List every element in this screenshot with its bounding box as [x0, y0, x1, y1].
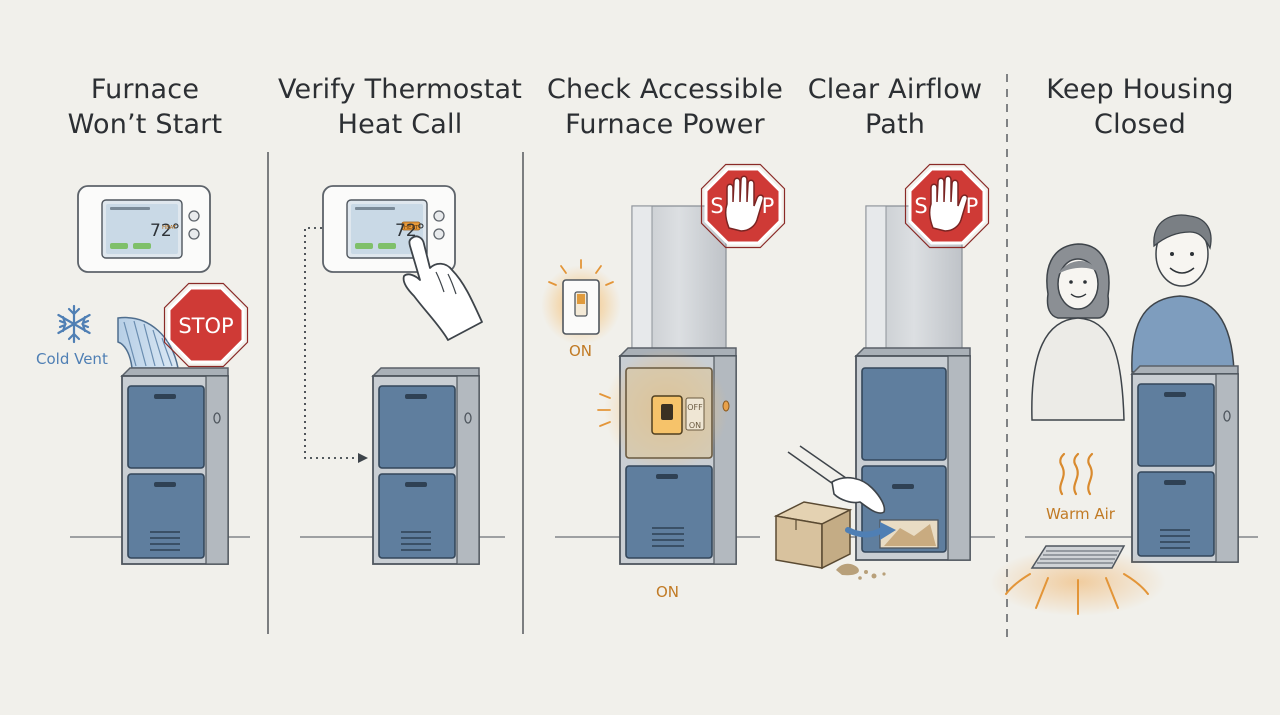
woman-icon [1031, 243, 1125, 421]
stop-sign-letter: S [710, 194, 723, 218]
thermostat-icon [77, 185, 211, 273]
pointing-hand-icon [402, 235, 483, 341]
box-icon [773, 501, 853, 570]
step2-title: Verify Thermostat Heat Call [277, 74, 523, 140]
furnace-icon [854, 347, 971, 561]
step3-illustration [541, 163, 786, 565]
thermostat-temp: 72° [395, 221, 425, 241]
thermostat-mode: HEAT [404, 225, 419, 231]
thermostat-icon [322, 185, 456, 273]
man-icon [1131, 214, 1235, 373]
floor-vent-icon [1030, 545, 1126, 569]
step5-illustration [990, 214, 1239, 616]
step2-illustration [304, 185, 483, 565]
heat-mode-button [401, 221, 421, 231]
thermostat-temp: 72° [150, 221, 180, 241]
heat-wave-icon [1059, 452, 1094, 496]
step4-illustration [773, 163, 990, 580]
cold-vent-icon [117, 316, 179, 369]
warm-rays [1005, 573, 1149, 615]
debris-icon [836, 563, 886, 580]
furnace-icon [121, 367, 229, 565]
hand-clearing-icon [787, 445, 886, 514]
step1-illustration [57, 185, 249, 565]
furnace-icon [604, 347, 737, 565]
stop-sign-text: STOP [178, 314, 233, 338]
thermostat-mode: HEAT [162, 225, 177, 231]
panel-on-label: ON [689, 421, 701, 430]
switch-on-label: ON [569, 342, 593, 360]
stop-sign-letter: P [966, 194, 979, 218]
step1-title: Furnace Won’t Start [67, 74, 223, 140]
furnace-icon [1131, 365, 1239, 563]
signal-path [304, 227, 358, 459]
panel-off-label: OFF [687, 403, 703, 412]
step5-title: Keep Housing Closed [1046, 74, 1234, 140]
furnace-icon [372, 367, 480, 565]
stop-sign-letter: S [914, 194, 927, 218]
warm-air-label: Warm Air [1046, 505, 1115, 523]
step4-title: Clear Airflow Path [807, 74, 983, 140]
light-switch-icon [562, 279, 600, 335]
stop-sign-letter: P [762, 194, 775, 218]
cold-vent-label: Cold Vent [36, 350, 108, 368]
airflow-arrow-icon [845, 522, 896, 540]
furnace-on-label: ON [656, 583, 680, 601]
snowflake-icon [57, 304, 91, 344]
step3-title: Check Accessible Furnace Power [546, 74, 784, 140]
